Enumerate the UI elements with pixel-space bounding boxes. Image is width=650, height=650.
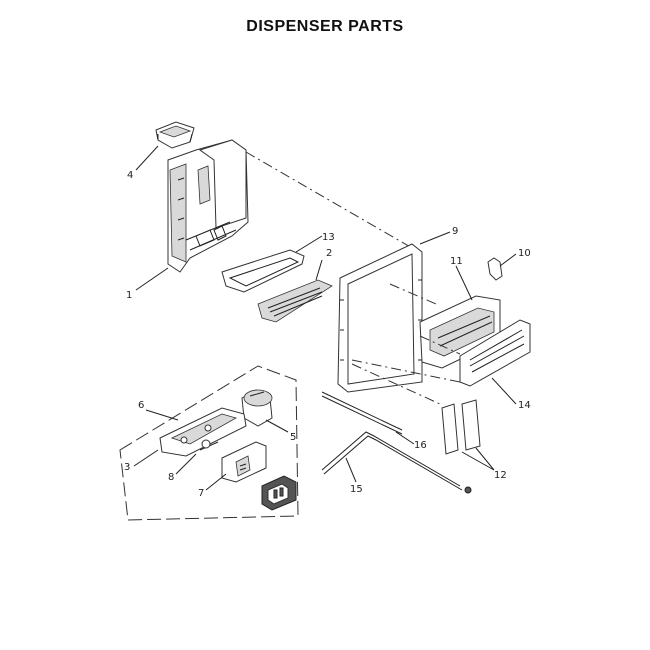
callout-13: 13 xyxy=(322,232,335,243)
callout-14: 14 xyxy=(518,400,531,411)
callout-2: 2 xyxy=(326,248,332,259)
callout-11: 11 xyxy=(450,256,463,267)
part-13-drip-tray xyxy=(221,249,305,293)
callout-4: 4 xyxy=(127,170,133,181)
part-9-gasket-frame xyxy=(337,243,423,393)
part-2-grille xyxy=(257,279,333,323)
part-10-clip xyxy=(487,257,503,281)
callout-16: 16 xyxy=(414,440,427,451)
alignment-line-lower-b xyxy=(351,363,441,405)
part-4-cup xyxy=(155,121,195,149)
callout-7: 7 xyxy=(198,488,204,499)
part-15-tube xyxy=(321,431,472,494)
callout-15: 15 xyxy=(350,484,363,495)
leader-lines xyxy=(133,145,517,491)
part-6-actuator-assembly xyxy=(159,407,247,457)
callout-10: 10 xyxy=(518,248,531,259)
part-1-dispenser-housing xyxy=(167,139,249,273)
alignment-line-housing-to-frame xyxy=(245,151,413,249)
part-14-overlay-panel xyxy=(459,319,531,387)
callout-9: 9 xyxy=(452,226,458,237)
callout-12: 12 xyxy=(494,470,507,481)
part-12-light-covers xyxy=(441,399,481,455)
part-7-switch-housing xyxy=(221,441,267,483)
callout-6: 6 xyxy=(138,400,144,411)
part-button-pad xyxy=(261,475,297,511)
page-title: DISPENSER PARTS xyxy=(246,18,404,35)
callout-8: 8 xyxy=(168,472,174,483)
alignment-line-panel xyxy=(389,283,437,305)
alignment-line-panel-low xyxy=(419,335,461,355)
part-16-rod xyxy=(321,391,403,435)
callout-5: 5 xyxy=(290,432,296,443)
part-11-control-panel xyxy=(419,295,501,369)
subassembly-boundary xyxy=(119,365,299,521)
callout-3: 3 xyxy=(124,462,130,473)
alignment-line-lower-a xyxy=(351,359,461,383)
callout-1: 1 xyxy=(126,290,132,301)
